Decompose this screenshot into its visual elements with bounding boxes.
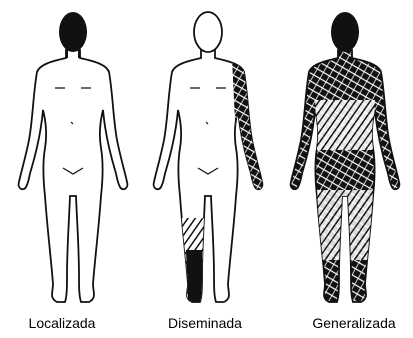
figure-diseminada [154,12,268,302]
figure-generalizada [291,12,400,302]
caption-diseminada: Diseminada [140,315,270,331]
caption-generalizada: Generalizada [289,315,413,331]
caption-localizada: Localizada [0,315,127,331]
figure-localizada [19,12,128,302]
head-dark [59,12,87,52]
